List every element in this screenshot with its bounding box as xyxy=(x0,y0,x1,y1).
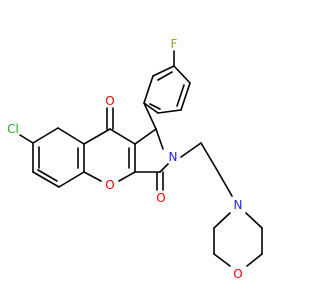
bond xyxy=(143,102,159,114)
bond xyxy=(58,171,85,188)
bond xyxy=(159,163,169,173)
bond xyxy=(32,171,60,188)
morpholine-oxygen-label: O xyxy=(233,267,242,281)
bond xyxy=(213,253,231,267)
bond xyxy=(143,102,157,130)
bond xyxy=(149,103,161,110)
chlorine-label: Cl xyxy=(7,122,19,136)
lactam-oxygen-label: O xyxy=(156,191,165,205)
bond xyxy=(157,109,182,114)
bond xyxy=(83,128,111,145)
molecule-structure: Cl F O O O N N O xyxy=(7,37,263,281)
bond xyxy=(118,171,136,182)
bond xyxy=(213,212,231,229)
bond xyxy=(155,128,164,150)
bond xyxy=(19,134,34,144)
morpholine-nitrogen-label: N xyxy=(234,198,243,212)
bond xyxy=(134,128,157,145)
bond xyxy=(180,82,191,111)
bond xyxy=(246,253,263,267)
bond xyxy=(157,71,173,81)
fluorine-label: F xyxy=(171,37,178,51)
bond xyxy=(109,128,136,145)
bond xyxy=(180,142,202,158)
bond xyxy=(173,65,191,84)
bond xyxy=(200,142,218,171)
bond xyxy=(216,169,233,197)
bond-lines xyxy=(19,50,263,267)
bond xyxy=(57,127,85,145)
atom-labels: Cl F O O O N N O xyxy=(7,37,243,281)
bond xyxy=(83,171,102,182)
ring-oxygen-label: O xyxy=(105,178,114,192)
ketone-oxygen-label: O xyxy=(105,94,114,108)
bond xyxy=(245,212,263,229)
bond xyxy=(176,84,185,107)
bond xyxy=(143,75,154,104)
bond xyxy=(152,65,175,77)
pyrrole-nitrogen-label: N xyxy=(169,150,178,164)
bond xyxy=(37,169,58,182)
bond xyxy=(32,127,59,144)
